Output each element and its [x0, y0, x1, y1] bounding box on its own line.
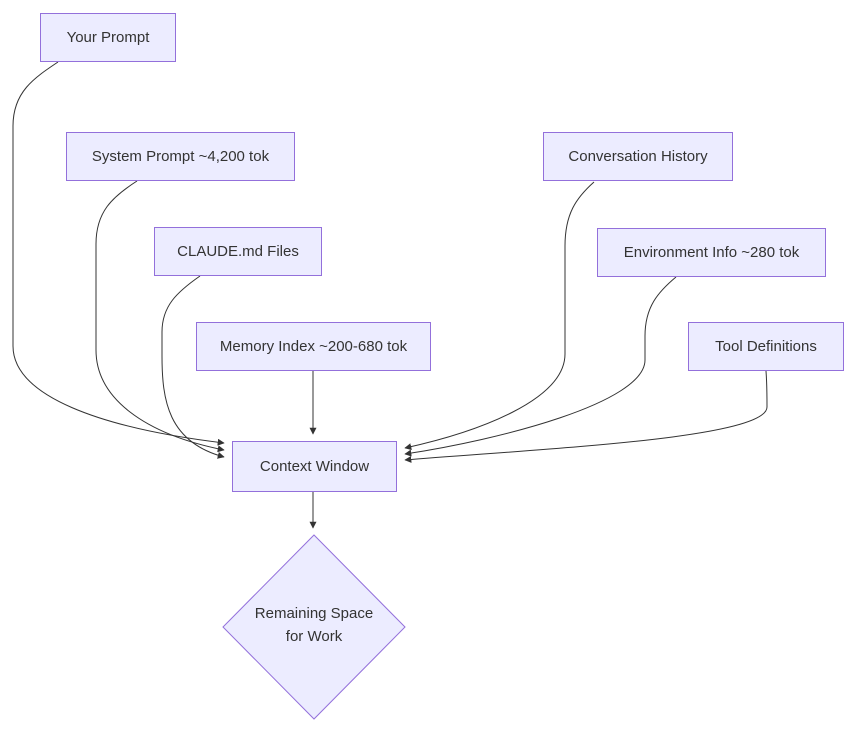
node-memory-index: Memory Index ~200-680 tok — [196, 322, 431, 371]
node-environment-info: Environment Info ~280 tok — [597, 228, 826, 277]
node-claude-md-files: CLAUDE.md Files — [154, 227, 322, 276]
node-claude-md-files-label: CLAUDE.md Files — [177, 243, 299, 260]
node-context-window-label: Context Window — [259, 458, 370, 475]
node-remaining-space-label: Remaining Space for Work — [224, 602, 404, 648]
node-system-prompt-label: System Prompt ~4,200 tok — [91, 148, 270, 165]
edge-claude-md-to-context-window — [161, 275, 225, 459]
node-remaining-space-label-line1: Remaining Space — [254, 605, 374, 622]
edge-conversation-history-to-context-window — [404, 181, 595, 451]
edge-environment-info-to-context-window — [404, 276, 677, 457]
node-system-prompt: System Prompt ~4,200 tok — [66, 132, 295, 181]
node-remaining-space-diamond — [222, 534, 406, 720]
node-conversation-history: Conversation History — [543, 132, 733, 181]
node-context-window: Context Window — [232, 441, 397, 492]
node-your-prompt: Your Prompt — [40, 13, 176, 62]
edge-tool-definitions-to-context-window — [404, 370, 768, 463]
edge-system-prompt-to-context-window — [95, 180, 225, 453]
node-tool-definitions: Tool Definitions — [688, 322, 844, 371]
node-tool-definitions-label: Tool Definitions — [715, 338, 817, 355]
edge-your-prompt-to-context-window — [12, 61, 225, 446]
node-your-prompt-label: Your Prompt — [66, 29, 150, 46]
node-conversation-history-label: Conversation History — [568, 148, 708, 165]
node-remaining-space-label-line2: for Work — [285, 628, 343, 645]
node-environment-info-label: Environment Info ~280 tok — [623, 244, 800, 261]
node-memory-index-label: Memory Index ~200-680 tok — [219, 338, 408, 355]
